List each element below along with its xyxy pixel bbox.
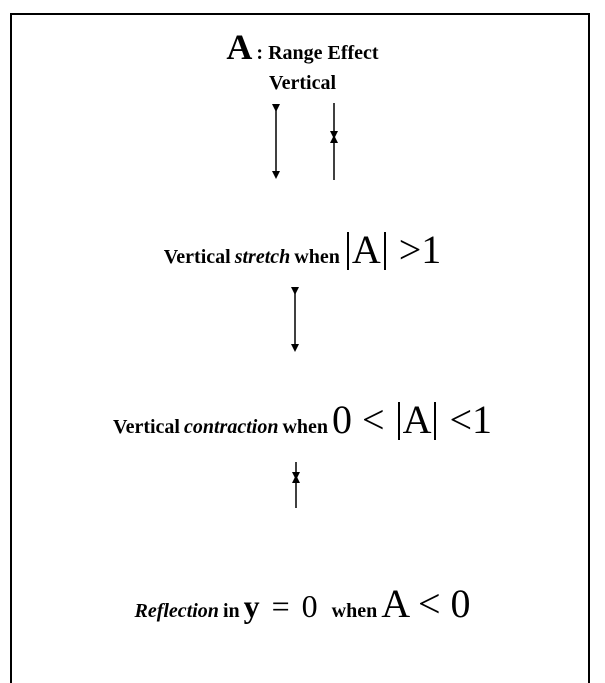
contraction-prefix: Vertical: [112, 416, 180, 438]
contraction-rel1: <: [362, 397, 385, 442]
reflection-when: when: [331, 600, 378, 622]
stretch-emph: stretch: [234, 246, 291, 268]
content-frame: [10, 13, 590, 683]
title-label: : Range Effect: [256, 42, 379, 64]
reflection-op: =: [271, 588, 290, 624]
contraction-var: A: [402, 397, 432, 442]
stretch-when: when: [294, 246, 340, 268]
reflection-num: 0: [450, 581, 471, 626]
reflection-rel: <: [417, 581, 441, 626]
reflection-statement: Reflection in y = 0 when A < 0: [0, 580, 605, 627]
stretch-var: A: [351, 227, 381, 272]
reflection-in: in: [222, 600, 240, 622]
reflection-zero: 0: [301, 588, 318, 624]
stretch-num: 1: [421, 227, 442, 272]
reflection-condition: A < 0: [381, 581, 470, 626]
contraction-statement: Vertical contraction when 0 < A <1: [0, 396, 605, 443]
reflection-var: A: [381, 581, 408, 626]
subtitle: Vertical: [268, 72, 336, 94]
contraction-num: 1: [472, 397, 493, 442]
stretch-prefix: Vertical: [163, 246, 231, 268]
page-title: A : Range Effect: [0, 26, 605, 68]
stretch-rel: >: [398, 227, 422, 272]
stretch-statement: Vertical stretch when A >1: [0, 226, 605, 273]
contraction-when: when: [282, 416, 329, 438]
contraction-left: 0: [332, 397, 353, 442]
contraction-condition: 0 < A <1: [332, 397, 492, 442]
stretch-condition: A >1: [344, 227, 441, 272]
reflection-emph: Reflection: [134, 600, 219, 622]
contraction-rel2: <: [449, 397, 473, 442]
title-symbol: A: [226, 27, 253, 67]
contraction-emph: contraction: [183, 416, 279, 438]
reflection-y: y: [243, 588, 260, 624]
